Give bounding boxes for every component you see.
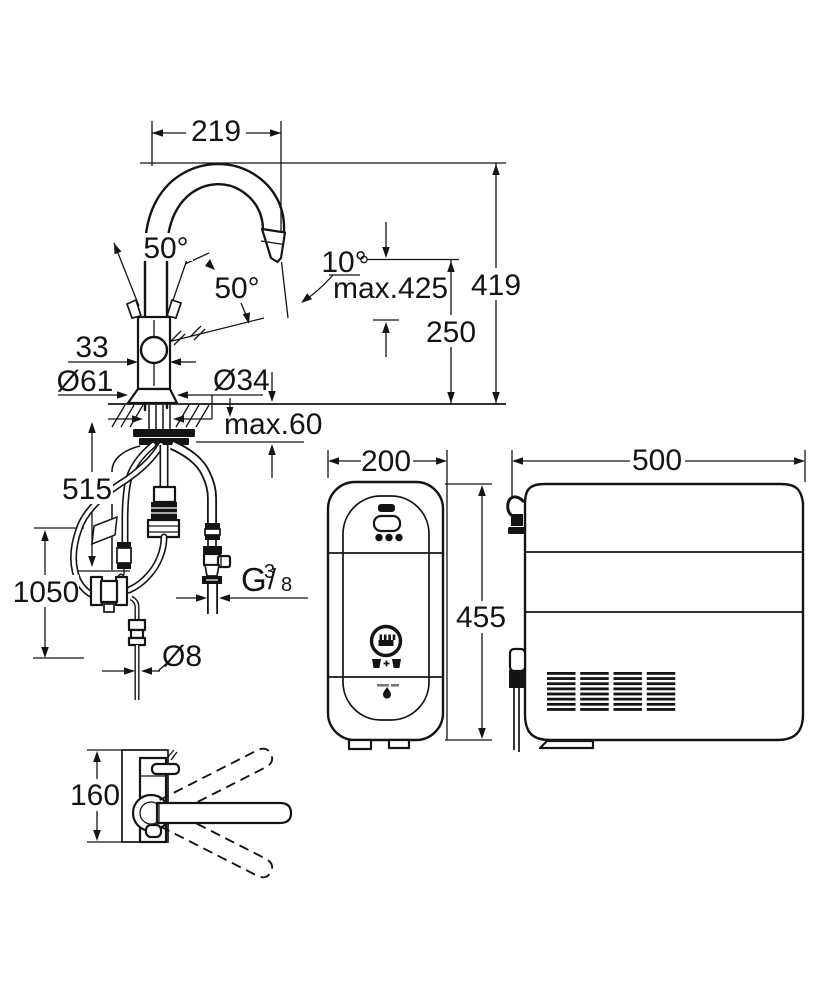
dim-cooler-depth: 500 [632, 444, 682, 477]
cooler-front-view [326, 480, 445, 751]
power-plug [509, 670, 525, 688]
power-cable [513, 688, 520, 752]
power-plug-housing [508, 647, 527, 673]
inline-filter-body [99, 579, 119, 604]
hose-union [204, 528, 221, 536]
thread-slash: / [268, 564, 277, 596]
dim-lever-swing-left: 50° [143, 232, 188, 265]
under-counter-assembly [70, 405, 232, 700]
faucet-top-view [121, 747, 293, 879]
spout-outer-edge [143, 162, 286, 412]
display-window-icon [378, 504, 395, 512]
mounting-nut [133, 429, 195, 437]
dim-supply-hose-length: 1050 [13, 576, 80, 609]
dim-outlet-angle: 10° [321, 246, 366, 279]
body-knob [139, 335, 169, 365]
cooler-front-foot-right [387, 738, 411, 750]
dim-base-diameter: Ø61 [57, 365, 114, 398]
lever-boss-right [165, 298, 183, 319]
spout-top-view [155, 801, 293, 825]
thread-denominator: 8 [281, 574, 292, 596]
dimension-labels: 219 50° 50° 10° max.425 419 250 33 Ø61 Ø… [12, 115, 685, 812]
lever-left-position [113, 242, 140, 307]
thread-numerator: 3 [264, 561, 275, 583]
glass-icon-left [372, 659, 381, 668]
hose-tag [91, 515, 118, 546]
cooler-hose-upper [130, 597, 139, 620]
stack-fitting-mid [151, 502, 177, 520]
dim-max-spout-height: max.425 [333, 272, 448, 305]
filter-tab [103, 603, 115, 613]
stack-to-filter-hose [127, 535, 166, 592]
cooler-front-outline [326, 480, 445, 742]
filter-badge-circle [369, 624, 403, 658]
cooler-side-foot [538, 739, 595, 750]
dim-hose-loop-depth: 515 [62, 473, 112, 506]
spout-swivel-up-dashed [159, 747, 274, 818]
cooler-front-panel [342, 495, 430, 721]
outlet-axis-line [280, 261, 289, 319]
inlet-connector [511, 514, 523, 526]
dim-body-width: 33 [75, 331, 108, 364]
cooler-front-foot-left [347, 738, 373, 751]
plus-icon [383, 660, 390, 667]
spout-inner-edge [165, 183, 265, 410]
dim-cooler-height: 455 [456, 601, 506, 634]
base-flange [126, 387, 179, 405]
spray-head [260, 227, 287, 264]
hose-coupling [127, 618, 147, 632]
spout-swivel-down-dashed [159, 808, 274, 879]
lever-boss-left [125, 298, 143, 319]
faucet-side-view [113, 162, 289, 412]
droplet-icon [383, 687, 391, 699]
led-pill-icon [372, 514, 402, 533]
glass-icon-right [392, 659, 401, 668]
filter-icon [378, 640, 394, 646]
quick-connector [116, 547, 132, 564]
dim-lever-swing-right: 50° [214, 272, 259, 305]
dim-cooler-width: 200 [361, 445, 411, 478]
dim-shank-diameter: Ø34 [213, 364, 270, 397]
status-dot-3 [395, 533, 403, 542]
dim-total-height: 419 [471, 269, 521, 302]
stack-fitting-top [152, 485, 177, 504]
valve-cap [203, 546, 222, 554]
cooler-side-view [506, 482, 805, 752]
dim-spout-reach: 219 [191, 115, 241, 148]
dim-outlet-height: 250 [426, 316, 476, 349]
dim-swivel-clearance: 160 [70, 779, 120, 812]
status-dot-2 [385, 533, 393, 542]
dim-hose-diameter: Ø8 [162, 640, 202, 673]
dim-max-counter-thickness: max.60 [224, 408, 322, 441]
right-supply-hose [170, 442, 216, 523]
control-cable [111, 445, 141, 570]
rear-boss-top-view [144, 823, 163, 839]
thread-g: G [241, 561, 267, 598]
fine-print-text [377, 684, 389, 687]
lever-top-view [150, 762, 181, 776]
vent-grille [547, 672, 680, 713]
status-dot-1 [375, 533, 383, 542]
